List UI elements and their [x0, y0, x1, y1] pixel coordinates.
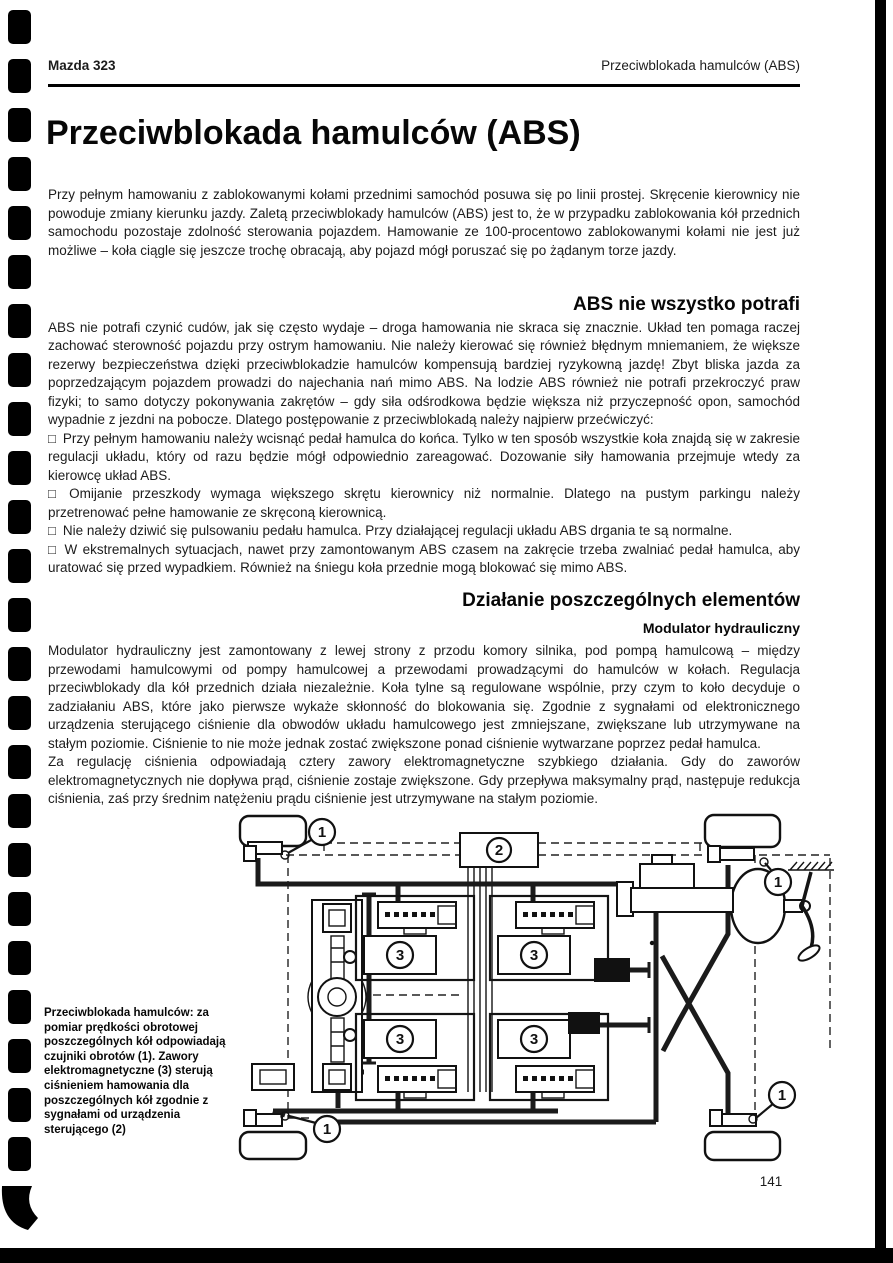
hydraulic-lines: [255, 858, 731, 1125]
abs-system-diagram: 2: [238, 813, 834, 1162]
binding-mark: [8, 1137, 31, 1171]
wheel-rear-left: [238, 1109, 308, 1161]
body-paragraph: Za regulację ciśnienia odpowiadają czter…: [48, 754, 800, 806]
wheel-front-right: [703, 813, 782, 867]
section-abs-limits: ABS nie wszystko potrafi ABS nie potrafi…: [48, 294, 800, 578]
binding-mark: [8, 990, 31, 1024]
body-paragraph: Modulator hydrauliczny jest zamontowany …: [48, 643, 800, 751]
binding-mark: [8, 255, 31, 289]
wheel-front-left: [238, 814, 308, 862]
binding-mark: [8, 794, 31, 828]
page-header: Mazda 323 Przeciwblokada hamulców (ABS): [48, 58, 800, 73]
sensor-callout-front-left: 1: [287, 817, 337, 854]
checkbox-icon: □: [48, 486, 63, 501]
header-model: Mazda 323: [48, 58, 116, 73]
page-number: 141: [759, 1174, 783, 1189]
svg-text:2: 2: [495, 842, 503, 859]
pump-assembly: [251, 899, 367, 1093]
binding-mark: [8, 353, 31, 387]
sensor-callout-rear-left: 1: [288, 1114, 342, 1144]
checkbox-icon: □: [48, 523, 56, 538]
binding-mark: [8, 941, 31, 975]
sensor-callout-rear-right: 1: [755, 1080, 797, 1119]
binding-mark: [8, 843, 31, 877]
header-rule: [48, 84, 800, 87]
binding-mark: [8, 696, 31, 730]
bullet-item: □Omijanie przeszkody wymaga większego sk…: [48, 486, 800, 520]
page-title: Przeciwblokada hamulców (ABS): [46, 114, 581, 152]
svg-text:1: 1: [318, 824, 326, 841]
wheel-rear-right: [703, 1109, 782, 1162]
binding-mark: [8, 59, 31, 93]
binding-mark: [8, 157, 31, 191]
figure-caption: Przeciwblokada hamulców: za pomiar prędk…: [44, 1007, 226, 1136]
svg-text:1: 1: [778, 1087, 786, 1104]
binding-mark: [8, 10, 31, 44]
svg-text:3: 3: [396, 947, 404, 964]
binding-mark: [8, 745, 31, 779]
binding-mark: [8, 500, 31, 534]
binding-mark: [8, 1088, 31, 1122]
valve-group-outlines: [354, 894, 610, 1102]
binding-mark: [8, 598, 31, 632]
subsection-heading: Modulator hydrauliczny: [642, 619, 800, 636]
body-paragraph: ABS nie potrafi czynić cudów, jak się cz…: [48, 319, 800, 428]
binding-mark: [8, 892, 31, 926]
checkbox-icon: □: [48, 541, 58, 557]
binding-mark: [8, 402, 31, 436]
bullet-item: □Przy pełnym hamowaniu należy wcisnąć pe…: [48, 430, 800, 483]
scan-border-right: [875, 0, 886, 1263]
section-heading: Działanie poszczególnych elementów: [462, 590, 800, 611]
binding-mark: [8, 451, 31, 485]
binding-mark: [8, 108, 31, 142]
sensor-callout-front-right: 1: [763, 862, 793, 897]
svg-text:3: 3: [530, 947, 538, 964]
binding-mark: [8, 1039, 31, 1073]
section-elements: Działanie poszczególnych elementów Modul…: [48, 590, 800, 809]
binding-mark: [8, 206, 31, 240]
bullet-item: □Nie należy dziwić się pulsowaniu pedału…: [48, 523, 733, 538]
binding-mark: [8, 647, 31, 681]
intro-paragraph: Przy pełnym hamowaniu z zablokowanymi ko…: [48, 187, 800, 258]
solenoid-valve-boxes: 3 3 3 3: [363, 935, 571, 1059]
section-heading: ABS nie wszystko potrafi: [573, 294, 800, 315]
svg-text:3: 3: [396, 1031, 404, 1048]
binding-mark: [8, 304, 31, 338]
svg-text:1: 1: [774, 874, 782, 891]
checkbox-icon: □: [48, 430, 56, 446]
bullet-item: □W ekstremalnych sytuacjach, nawet przy …: [48, 541, 800, 576]
proportioning-valves: [568, 958, 630, 1034]
header-chapter: Przeciwblokada hamulców (ABS): [601, 58, 800, 73]
binding-mark: [8, 549, 31, 583]
svg-text:1: 1: [323, 1121, 331, 1138]
svg-text:3: 3: [530, 1031, 538, 1048]
control-unit-box: 2: [459, 832, 539, 868]
scan-border-bottom: [0, 1248, 893, 1263]
scan-corner-artifact: [1, 1186, 38, 1230]
brake-pedal: [788, 861, 834, 962]
